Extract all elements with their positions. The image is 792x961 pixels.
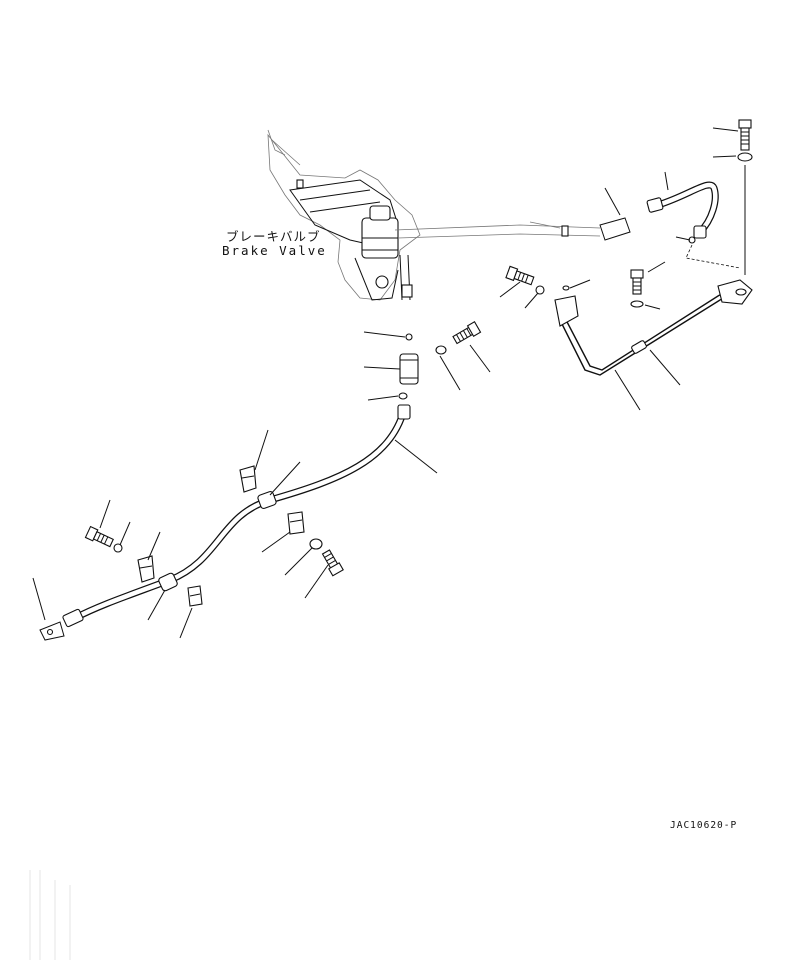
clip-upper — [239, 465, 257, 493]
hose-clamp-sleeve — [158, 572, 178, 592]
connector-stack — [398, 321, 482, 400]
washer — [435, 345, 447, 355]
bolt-left — [84, 525, 114, 548]
main-brake-hose — [39, 404, 411, 641]
bolt-mid — [321, 549, 344, 577]
tube-end-bracket — [717, 279, 753, 305]
tube-bracket — [554, 295, 579, 327]
washer-left — [113, 543, 123, 553]
bolt-bracket — [505, 265, 535, 286]
brake-valve-assembly — [267, 129, 601, 301]
bolt-right — [630, 269, 644, 295]
washer-right — [630, 300, 644, 308]
o-ring — [398, 392, 408, 400]
brake-valve-label-japanese: ブレーキバルブ — [226, 229, 321, 244]
washer-mid — [309, 538, 323, 550]
hose-clamp-sleeve — [257, 490, 277, 510]
adapter-fitting — [399, 353, 419, 385]
steel-brake-tube — [554, 279, 753, 376]
washer-bracket — [535, 285, 545, 295]
leader-lines — [32, 127, 739, 639]
clip-mid — [287, 511, 305, 535]
clip-lower — [187, 585, 203, 607]
bolt-center — [452, 321, 482, 345]
brake-valve-label-english: Brake Valve — [222, 243, 327, 258]
washer-top-right — [737, 152, 753, 162]
drawing-code: JAC10620-P — [670, 820, 738, 831]
bolt-top-right — [738, 119, 752, 151]
tube-clamp — [631, 340, 647, 354]
o-ring-bracket — [562, 285, 570, 291]
upper-right-hose — [599, 181, 719, 244]
clip-left — [137, 555, 155, 583]
